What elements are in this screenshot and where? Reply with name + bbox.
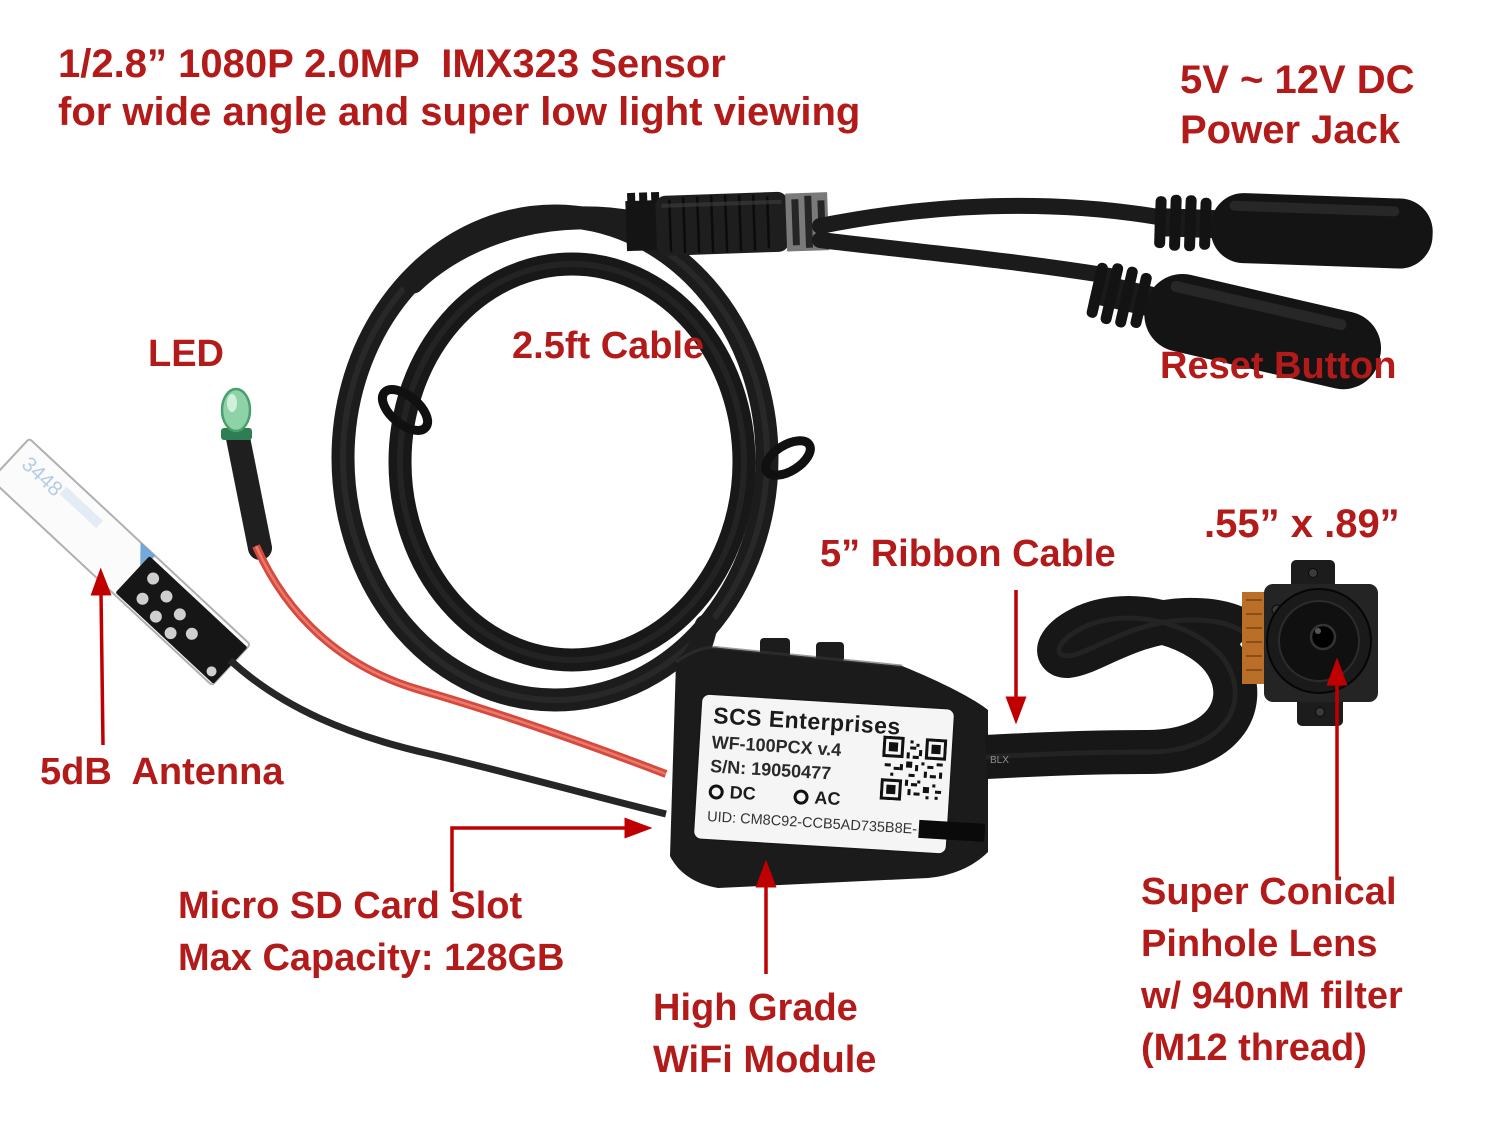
pinhole-lens-annotation-line2: Pinhole Lens [1141,923,1378,965]
ribbon-connector-copper [1242,592,1266,684]
wifi-module-annotation-line2: WiFi Module [653,1039,877,1081]
ribbon-cable-annotation: 5” Ribbon Cable [820,533,1116,575]
cable-annotation: 2.5ft Cable [512,325,705,367]
led-annotation: LED [148,333,224,375]
ribbon-cable: BLX [984,596,1264,779]
antenna-wire [227,657,667,818]
pinhole-lens-annotation-line4: (M12 thread) [1141,1027,1367,1069]
reset-button-connector [1086,262,1382,390]
antenna: 3448 [0,438,250,686]
cable-knot-right [761,436,815,480]
led-sleeve [226,426,272,560]
reset-jack-lead [812,232,1118,284]
qr-code [879,735,948,804]
led-assembly [220,387,272,560]
wifi-module-annotation-line1: High Grade [653,987,858,1029]
coiled-cable [331,204,815,712]
power-jack-annotation-line2: Power Jack [1180,108,1401,152]
pinhole-aperture [1309,623,1337,651]
dc-option: DC [708,781,756,805]
ac-option: AC [793,786,841,810]
antenna-annotation: 5dB Antenna [40,751,284,793]
power-jack-connector [1154,193,1433,269]
power-jack-lead [812,197,1172,234]
dc-circle-icon [708,784,725,800]
sd-slot-annotation-line1: Micro SD Card Slot [178,885,523,927]
device-sticker: SCS Enterprises WF-100PCX v.4 S/N: 19050… [693,694,986,854]
reset-button-annotation: Reset Button [1160,345,1397,387]
sensor-annotation-line2: for wide angle and super low light viewi… [58,90,861,134]
pinhole-lens-annotation-line1: Super Conical [1141,871,1397,913]
ribbon-marking: BLX [990,755,1009,766]
ac-circle-icon [793,789,809,806]
led-bulb [220,387,252,433]
sensor-annotation-line1: 1/2.8” 1080P 2.0MP IMX323 Sensor [58,42,726,86]
lens-size-annotation: .55” x .89” [1204,502,1400,546]
solder-pads [136,572,217,677]
cable-knot-left [377,385,433,435]
uid-redaction-box [918,819,986,842]
camera-module [1242,560,1378,726]
cable-junction-connector [625,191,830,256]
sd-slot-annotation-line2: Max Capacity: 128GB [178,937,565,979]
power-jack-annotation-line1: 5V ~ 12V DC [1180,58,1415,102]
pinhole-lens-annotation-line3: w/ 940nM filter [1141,975,1403,1017]
